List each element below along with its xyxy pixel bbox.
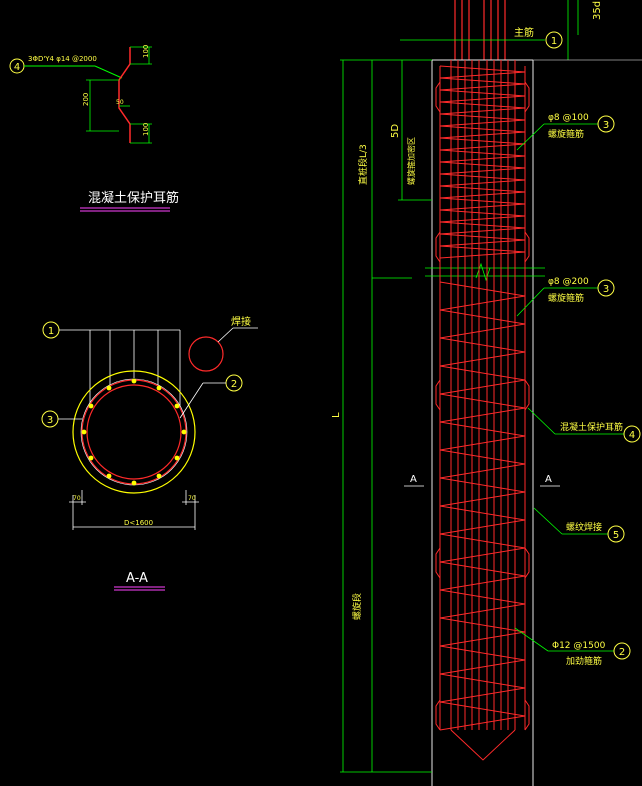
ear-dim-top: 100 [142, 45, 150, 58]
ear-bar-left [435, 231, 441, 263]
ear-dim-bottom: 100 [142, 123, 150, 136]
ear-bar-left [435, 547, 441, 579]
ear-dim-height: 200 [82, 93, 90, 106]
pile-tip [450, 729, 516, 761]
dim-full-length: 螺旋段 [351, 593, 363, 620]
dim-L: L [331, 412, 342, 418]
ear-bar-right [524, 379, 530, 411]
main-bar-dot [181, 429, 187, 435]
spiral-dense-leader [516, 123, 545, 151]
main-bar-dot [88, 455, 94, 461]
ear-bar-left [435, 81, 441, 113]
ear-bar-right [524, 699, 530, 731]
ear-callout-number: 4 [14, 62, 20, 73]
section-title: A-A [126, 571, 148, 586]
weld-leader [217, 327, 234, 343]
stiffener-callout-circle [613, 642, 631, 660]
spiral-dense-name: 螺旋箍筋 [548, 128, 584, 140]
ear-bar-left [435, 379, 441, 411]
main-bar-dot [106, 385, 112, 391]
ear-bar-left [435, 699, 441, 731]
spiral-leader [516, 287, 545, 317]
main-bar-dot [174, 455, 180, 461]
main-bar-dot [156, 385, 162, 391]
ear-bar-right [524, 81, 530, 113]
section-callout-3: 3 [47, 415, 53, 426]
ear-leader [527, 407, 556, 435]
weld-label: 焊接 [231, 315, 251, 328]
section-callout-2: 2 [231, 379, 237, 390]
spiral-name: 螺旋箍筋 [548, 292, 584, 304]
top-dim-35d: 35d [592, 1, 603, 20]
ear-detail: 4 3ΦD'Y4 φ14 @2000 100 100 200 50 混凝土保护耳… [9, 45, 179, 212]
section-aa: 1 3 2 [41, 315, 258, 591]
ear-label: 混凝土保护耳筋 [560, 421, 623, 433]
section-dim-left: 70 [73, 495, 81, 502]
stiffener-name: 加劲箍筋 [566, 655, 602, 667]
ear-callout-circle-elev [623, 425, 641, 443]
main-bar-dot [156, 473, 162, 479]
pile-outer-circle [72, 370, 196, 494]
spiral-dense-spec: φ8 @100 [548, 113, 589, 123]
elevation: 35d 主筋 1 L 螺旋段 直桩段L/3 5D 螺旋箍加密区 φ8 @100 … [331, 0, 642, 786]
weld-detail-circle [188, 336, 224, 372]
section-dim-right: 70 [188, 495, 196, 502]
main-bar-label: 主筋 [514, 26, 534, 39]
ear-spec: 3ΦD'Y4 φ14 @2000 [28, 55, 97, 63]
spiral-callout-circle [597, 279, 615, 297]
weld-callout-circle [607, 525, 625, 543]
stiffener-spec: Φ12 @1500 [552, 641, 606, 651]
main-bar-callout: 1 [551, 36, 557, 47]
main-bar-callout-circle [545, 31, 563, 49]
section-mark-right: A [545, 474, 552, 485]
stiffener-leader [514, 627, 549, 652]
main-bar-dot [106, 473, 112, 479]
section-leader-2b [179, 382, 204, 419]
ear-bar-right [524, 231, 530, 263]
ear-leader-diag [94, 65, 123, 79]
weld-label-elev: 螺纹焊接 [566, 521, 602, 533]
stiffener-ring [86, 384, 182, 480]
weld-callout: 5 [613, 530, 619, 541]
ear-bar-shape [118, 47, 131, 143]
dim-5d: 5D [390, 124, 401, 138]
main-bar-dot [88, 403, 94, 409]
spiral-dense-callout: 3 [603, 120, 609, 131]
main-bar-dot [131, 480, 137, 486]
section-callout-1: 1 [48, 326, 54, 337]
spiral-callout: 3 [603, 284, 609, 295]
section-mark-left: A [410, 474, 417, 485]
main-bar-dot [81, 429, 87, 435]
ear-callout: 4 [629, 430, 635, 441]
dim-L3: 直桩段L/3 [357, 144, 369, 185]
ear-title: 混凝土保护耳筋 [88, 190, 179, 206]
spiral-spec: φ8 @200 [548, 277, 589, 287]
ear-bar-right [524, 547, 530, 579]
section-dim-diameter: D<1600 [124, 519, 153, 527]
ear-dim-mid: 50 [116, 99, 124, 106]
main-bar-dots [81, 378, 187, 486]
weld-leader-elev [533, 507, 563, 535]
main-bars-top [454, 0, 506, 60]
main-bar-dot [131, 378, 137, 384]
spiral-dense-callout-circle [597, 115, 615, 133]
main-bar-dot [174, 403, 180, 409]
rebar-cage [435, 60, 530, 761]
dense-zone-label: 螺旋箍加密区 [406, 137, 416, 185]
stiffener-callout: 2 [619, 647, 625, 658]
